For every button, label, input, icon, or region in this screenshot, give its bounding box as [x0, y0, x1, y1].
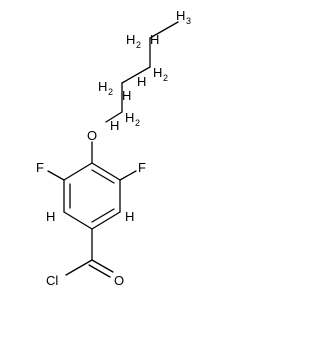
pentyl-chain — [91, 21, 179, 164]
c4-hydrogen-count: 2 — [108, 87, 113, 97]
c4-hydrogen-label: H — [98, 79, 107, 94]
c2-hydrogen-label: H — [126, 32, 135, 47]
c5-hydrogen-label: H — [125, 110, 134, 125]
bond-c5-o — [105, 111, 123, 123]
ring-hydrogen-right: H — [125, 209, 134, 224]
ring-bond-1 — [91, 162, 121, 181]
bond-ring-f-right — [119, 170, 137, 181]
bond-c1-c2 — [149, 21, 179, 39]
methyl-hydrogen-label: H — [176, 8, 185, 23]
fluorine-right-label: F — [138, 160, 146, 175]
ring-bond-3 — [91, 211, 121, 230]
benzene-ring — [63, 162, 121, 230]
methyl-hydrogen-count: 3 — [186, 16, 191, 26]
chlorine-label: Cl — [46, 273, 58, 288]
c2-hydrogen-label-b: H — [150, 32, 159, 47]
chain-hydrogens: H 3 H 2 H H 2 H H 2 H H 2 H — [98, 8, 191, 133]
substituent-bonds — [47, 170, 137, 278]
bond-carbonyl-o-2 — [88, 264, 111, 278]
fluorine-left-label: F — [36, 160, 44, 175]
c3-hydrogen-count: 2 — [163, 73, 168, 83]
ring-bond-6 — [63, 162, 93, 181]
c3-hydrogen-label: H — [153, 65, 162, 80]
c5-hydrogen-count: 2 — [135, 118, 140, 128]
ring-hydrogen-left: H — [46, 209, 55, 224]
c3-hydrogen-label-b: H — [137, 74, 146, 89]
c2-hydrogen-count: 2 — [136, 40, 141, 50]
bond-carbonyl-o-1 — [91, 259, 114, 273]
bond-c3-c4 — [121, 66, 151, 84]
bond-ring-f-left — [47, 170, 65, 181]
structure-diagram: H 3 H 2 H H 2 H H 2 H H 2 H O F F Cl O H… — [36, 8, 191, 288]
carbonyl-oxygen-label: O — [114, 273, 124, 288]
ring-bond-4 — [63, 211, 93, 230]
ether-oxygen-label: O — [87, 128, 97, 143]
ring-double-2 — [91, 208, 115, 223]
atom-labels: O F F Cl O — [36, 128, 146, 288]
bond-carbonyl-cl — [65, 259, 93, 276]
ring-hydrogens: H H — [46, 209, 134, 224]
c5-hydrogen-label-b: H — [110, 118, 119, 133]
ring-double-1 — [91, 169, 115, 184]
c4-hydrogen-label-b: H — [122, 88, 131, 103]
